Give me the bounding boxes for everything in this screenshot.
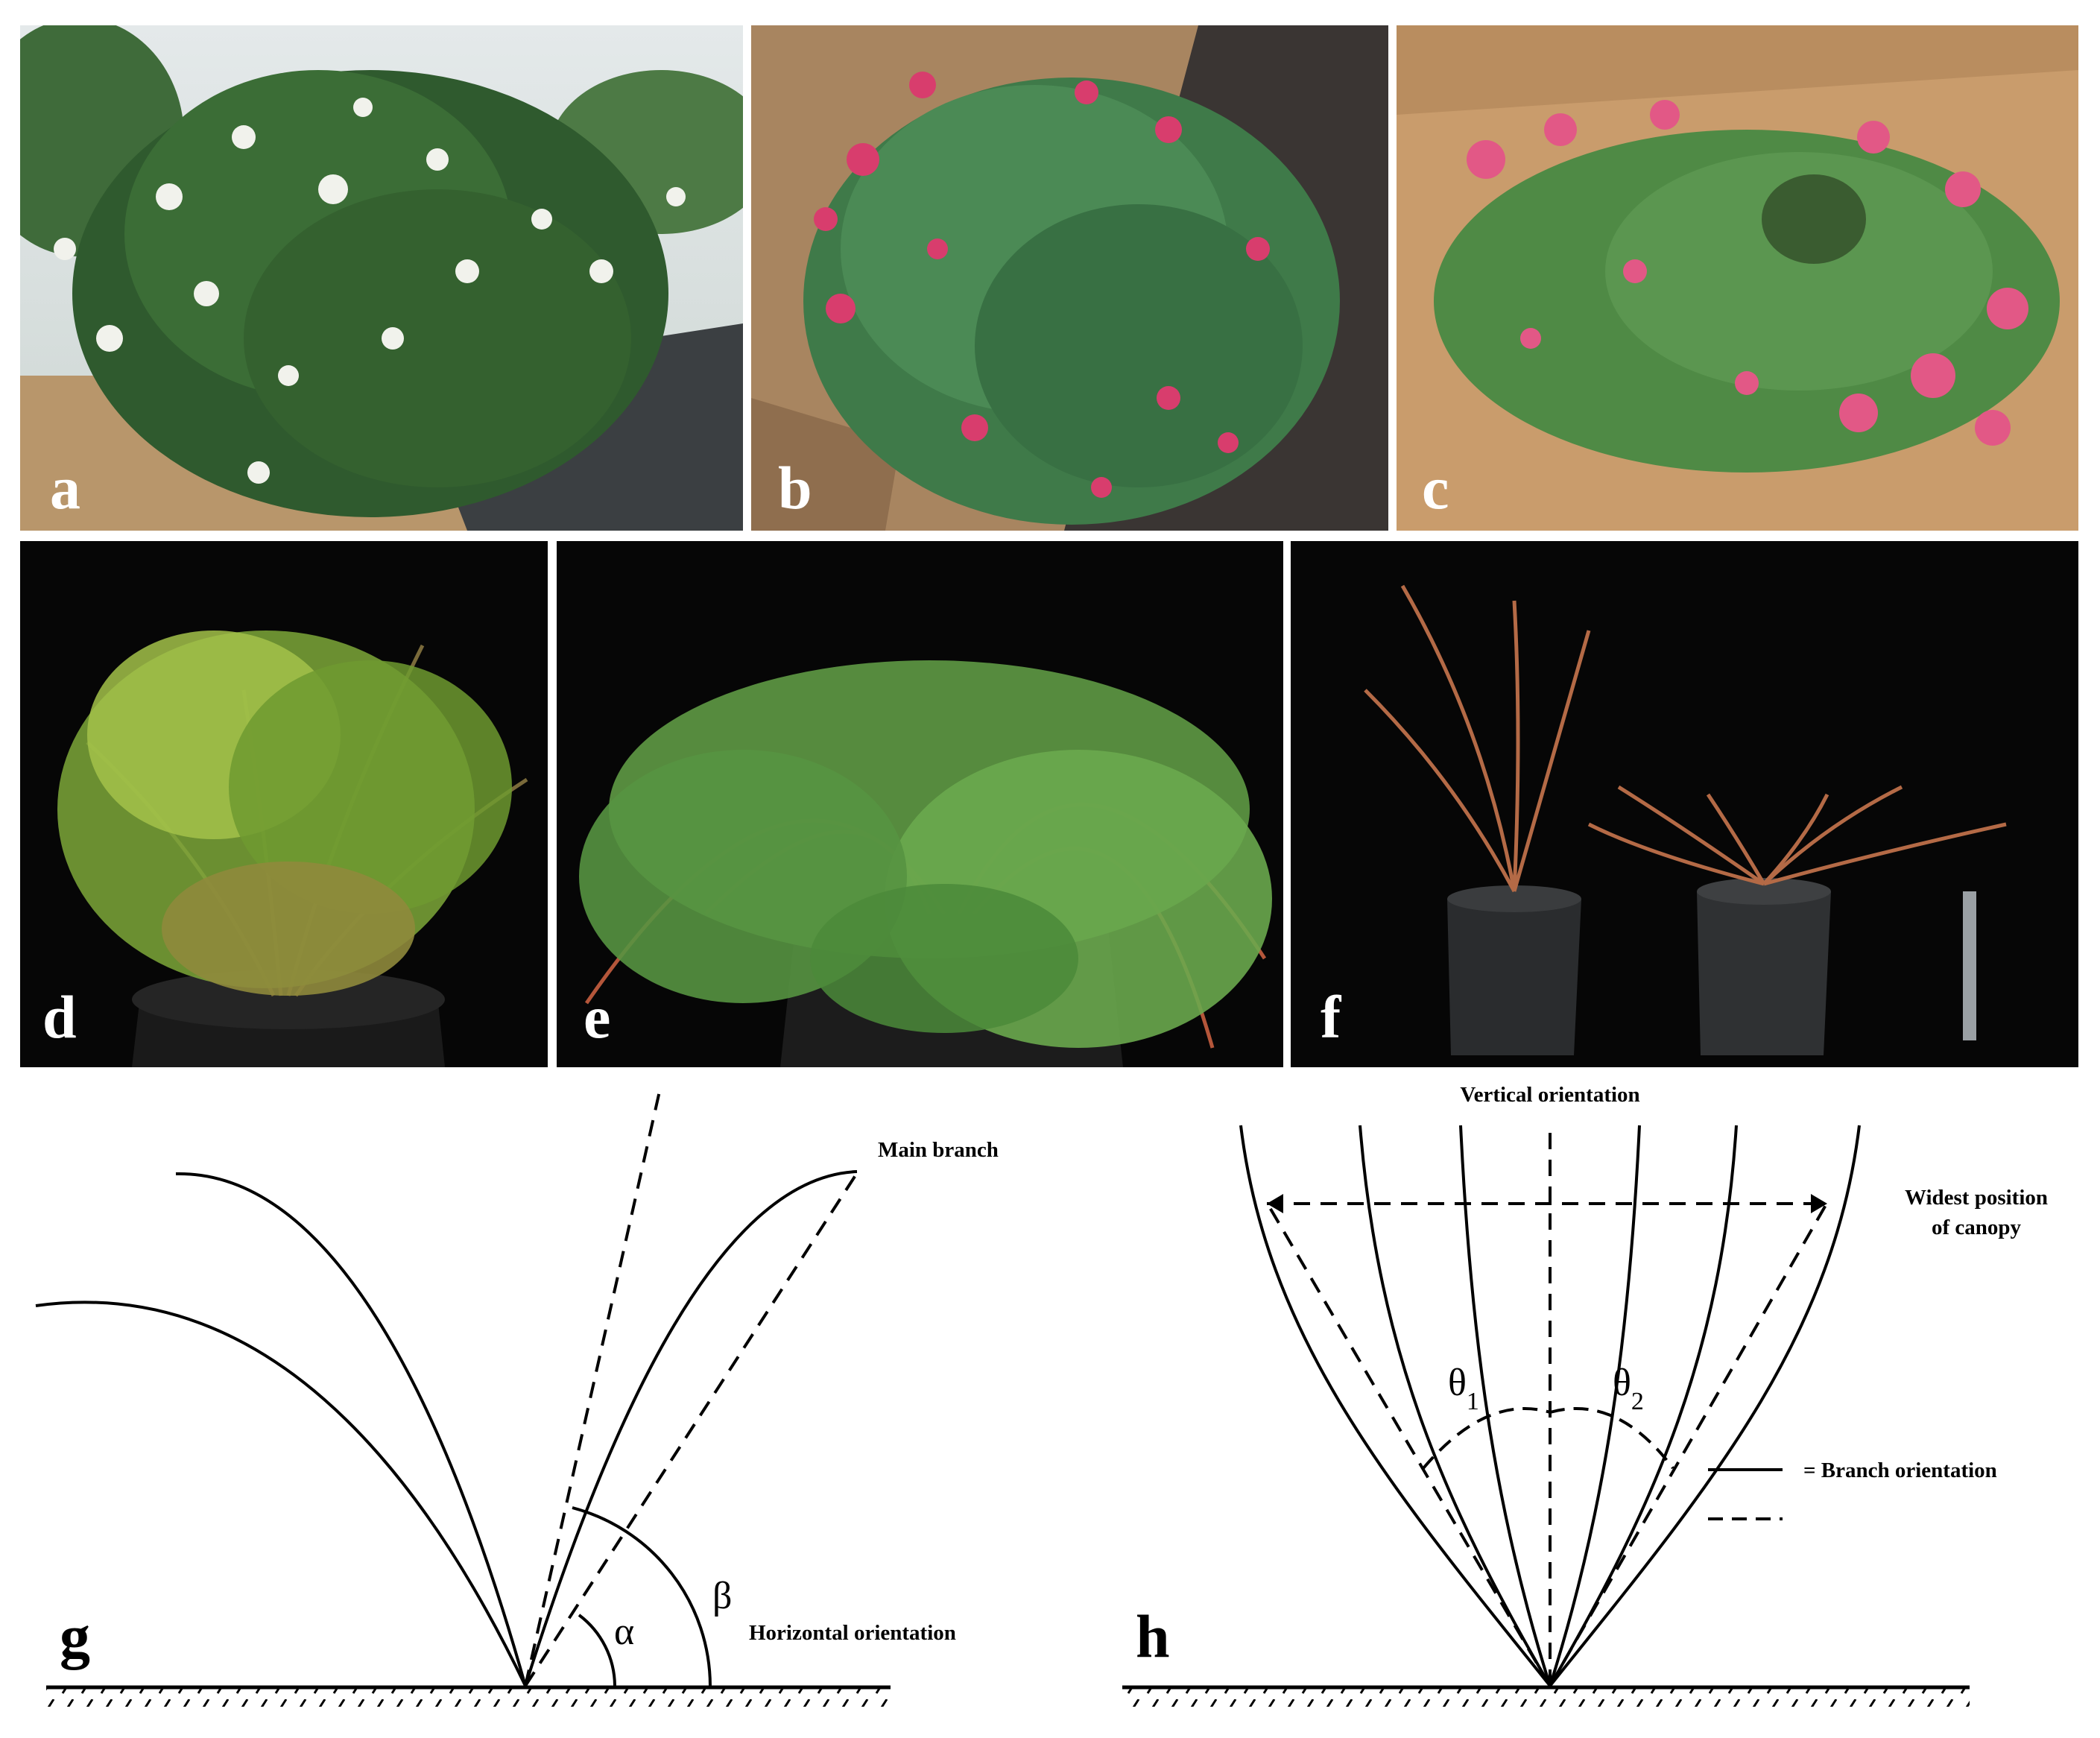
- shrub-pink-flowers-image: [751, 25, 1388, 531]
- legend-solid-label: = Branch orientation: [1803, 1459, 1997, 1482]
- canopy-width-arrow-right: [1811, 1194, 1827, 1213]
- panel-label-f: f: [1321, 983, 1341, 1051]
- right-canopy-line: [1549, 1204, 1827, 1687]
- beta-angle-arc: [572, 1506, 712, 1687]
- vertical-orientation-label: Vertical orientation: [1460, 1083, 1639, 1107]
- main-branch-curve: [524, 1170, 858, 1687]
- branch-chord-line: [524, 1172, 858, 1687]
- beta-symbol: β: [712, 1575, 732, 1617]
- ground-hatching-h: [1122, 1689, 1970, 1707]
- panel-label-c: c: [1422, 454, 1449, 522]
- photo-panel-c: c: [1397, 25, 2078, 531]
- branch-curve-2: [175, 1172, 527, 1687]
- branch-line-outer-left: [1239, 1125, 1552, 1687]
- widest-position-label-line1: Widest position: [1905, 1186, 2048, 1210]
- photo-panel-a: a: [20, 25, 743, 531]
- horizontal-orientation-label: Horizontal orientation: [749, 1621, 956, 1645]
- photo-panel-e: e: [557, 541, 1283, 1067]
- theta1-angle-arc: [1422, 1407, 1551, 1470]
- branch-angle-diagrams: α β Main branch Horizontal orientation g…: [35, 1083, 2048, 1707]
- widest-position-label-line2: of canopy: [1932, 1216, 2022, 1239]
- pruned-potted-plants-image: [1291, 541, 2078, 1067]
- theta2-angle-arc: [1549, 1407, 1674, 1470]
- shrub-spreading-image: [1397, 25, 2078, 531]
- panel-label-b: b: [778, 454, 812, 522]
- vertical-reference-line: [524, 1087, 662, 1687]
- potted-upright-plant-image: [20, 541, 548, 1067]
- branch-line-mid-left: [1359, 1125, 1552, 1687]
- alpha-angle-arc: [578, 1614, 616, 1687]
- panel-label-e: e: [583, 983, 611, 1051]
- panel-label-a: a: [50, 454, 80, 522]
- shrub-white-flowers-image: [20, 25, 743, 531]
- potted-weeping-plant-image: [557, 541, 1283, 1067]
- main-branch-label: Main branch: [878, 1138, 999, 1162]
- diagram-g: α β Main branch Horizontal orientation g: [35, 1087, 999, 1707]
- photo-panel-d: d: [20, 541, 548, 1067]
- panel-label-d: d: [42, 983, 77, 1051]
- photo-panel-f: f: [1291, 541, 2078, 1067]
- diagram-h: θ1 θ2 Vertical orientation Widest positi…: [1122, 1083, 2048, 1707]
- branch-line-outer-right: [1549, 1125, 1861, 1687]
- canopy-width-arrow-left: [1267, 1194, 1283, 1213]
- photo-panel-b: b: [751, 25, 1388, 531]
- branch-line-inner-left: [1459, 1125, 1552, 1687]
- branch-line-inner-right: [1549, 1125, 1641, 1687]
- diagram-label-h: h: [1136, 1602, 1170, 1670]
- diagram-label-g: g: [60, 1602, 90, 1670]
- alpha-symbol: α: [614, 1611, 634, 1653]
- left-canopy-line: [1267, 1204, 1552, 1687]
- theta2-symbol: θ2: [1613, 1362, 1644, 1415]
- ground-hatching-g: [46, 1689, 891, 1707]
- theta1-symbol: θ1: [1448, 1362, 1479, 1415]
- branch-curve-1: [35, 1301, 527, 1687]
